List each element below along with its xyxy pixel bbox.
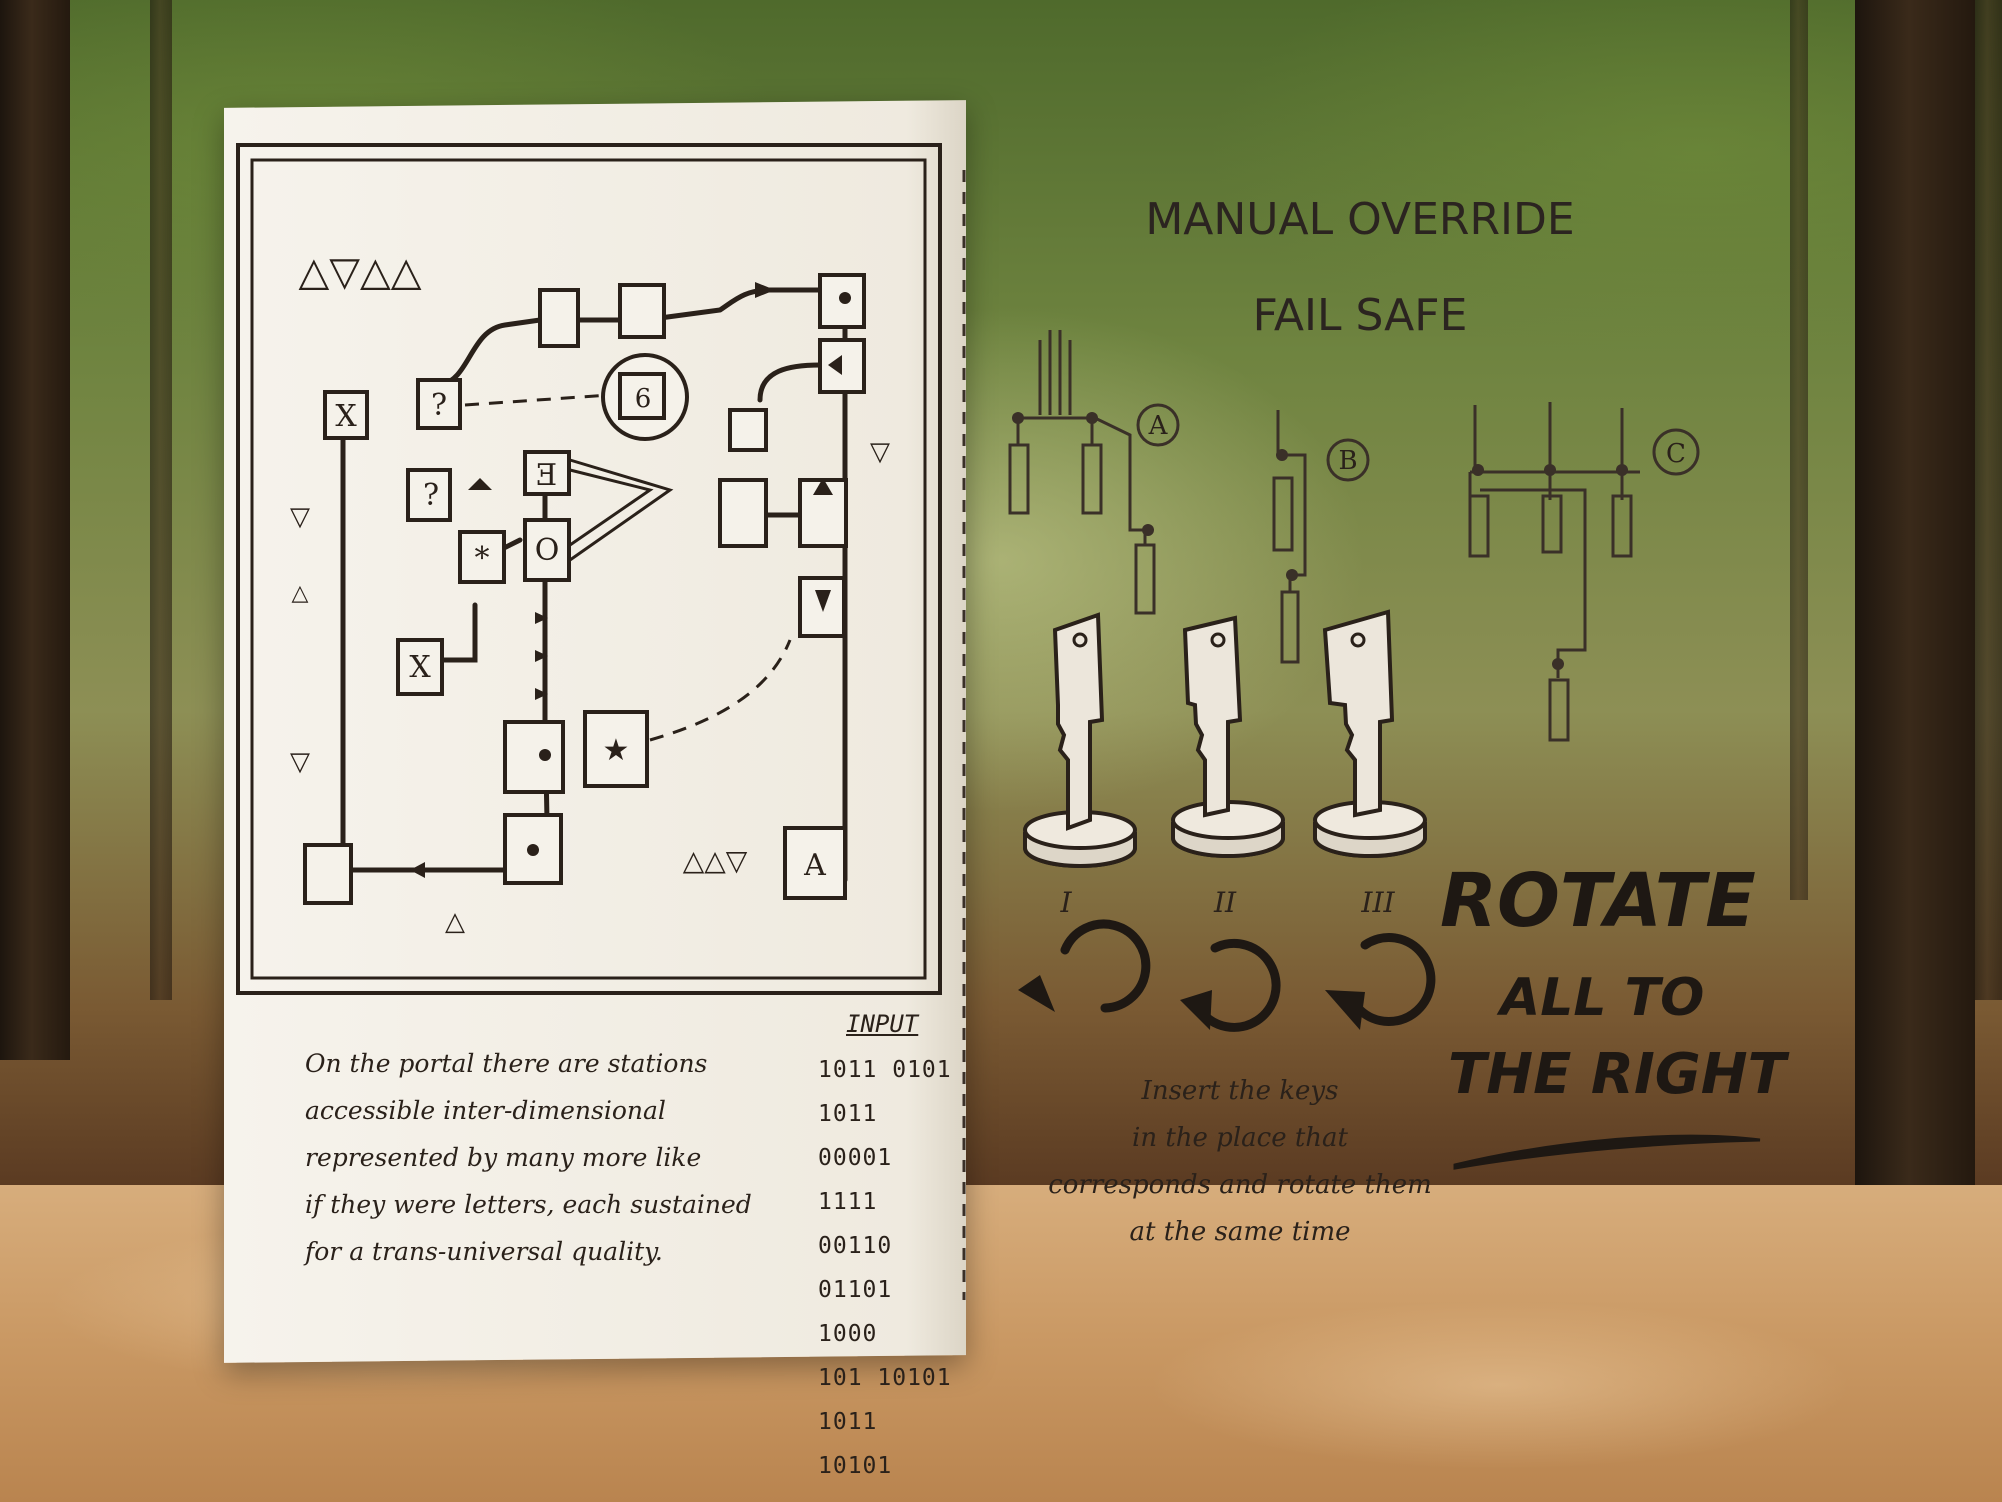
triangle-icon: △ xyxy=(445,907,465,937)
tree-trunk xyxy=(1855,0,1975,1185)
slot-label-b: B xyxy=(1338,446,1357,476)
diagram-symbol: O xyxy=(535,533,560,568)
rotate-right-icon xyxy=(1355,933,1436,1027)
tree-trunk xyxy=(1975,0,2002,1000)
diagram-symbol: ★ xyxy=(603,733,630,768)
diagram-symbol: * xyxy=(475,541,490,576)
key-icon[interactable] xyxy=(1171,615,1285,858)
triangle-icon: ▽ xyxy=(870,437,890,467)
instruction-line: corresponds and rotate them xyxy=(1048,1170,1432,1200)
instruction-line: Insert the keys xyxy=(1141,1076,1339,1106)
input-code: 1011 10101 xyxy=(818,1409,893,1479)
triangle-icon: ▽ xyxy=(290,747,310,777)
page-subtitle: FAIL SAFE xyxy=(1252,290,1468,341)
paragraph-line: for a trans-universal quality. xyxy=(305,1237,663,1266)
diagram-symbol: ? xyxy=(431,388,447,423)
diagram-symbol: ? xyxy=(423,478,439,513)
diagram-symbol: A xyxy=(803,848,826,883)
tree-trunk xyxy=(0,0,70,1060)
input-code: 1111 00110 xyxy=(818,1189,893,1259)
tree-trunk xyxy=(1790,0,1808,900)
triangle-icon: △△▽ xyxy=(683,844,748,877)
input-title: INPUT xyxy=(846,1010,919,1038)
key-label-3: III xyxy=(1360,886,1395,919)
rotate-heading: ROTATE xyxy=(1440,858,1756,944)
paragraph-line: accessible inter-dimensional xyxy=(305,1096,666,1125)
rotate-heading-line2: ALL TO xyxy=(1500,968,1705,1028)
rotate-right-icon xyxy=(1195,938,1281,1032)
instruction-line: in the place that xyxy=(1132,1123,1348,1153)
input-code: 101 10101 xyxy=(818,1365,952,1391)
page-title: MANUAL OVERRIDE xyxy=(1145,194,1575,245)
key-instructions: Insert the keys in the place that corres… xyxy=(1005,1068,1475,1256)
input-code: 01101 1000 xyxy=(818,1277,893,1347)
diagram-symbol: X xyxy=(335,399,357,434)
instruction-line: at the same time xyxy=(1129,1217,1351,1247)
slot-label-a: A xyxy=(1148,411,1169,441)
paragraph-line: On the portal there are stations xyxy=(305,1049,708,1078)
key-label-2: II xyxy=(1213,886,1237,919)
key-icon[interactable] xyxy=(1023,612,1137,868)
triangle-icon: △▽△△ xyxy=(298,249,421,295)
input-code: 1011 00001 xyxy=(818,1101,893,1171)
slot-label-c: C xyxy=(1666,439,1686,469)
tree-trunk xyxy=(150,0,172,1000)
diagram-symbol: Ǝ xyxy=(536,458,558,493)
rotate-heading-line3: THE RIGHT xyxy=(1448,1042,1786,1107)
triangle-icon: ▽ xyxy=(290,502,310,532)
input-code: 1011 0101 xyxy=(818,1057,952,1083)
paragraph-line: represented by many more like xyxy=(305,1143,702,1172)
key-label-1: I xyxy=(1059,886,1072,919)
input-code-column: INPUT 1011 0101 1011 00001 1111 00110 01… xyxy=(818,1010,966,1488)
triangle-icon: △ xyxy=(292,581,309,606)
portal-description: On the portal there are stations accessi… xyxy=(305,1040,775,1275)
diagram-symbol: X xyxy=(409,650,431,685)
rotate-right-icon xyxy=(1060,919,1151,1013)
key-icon[interactable] xyxy=(1313,609,1427,858)
diagram-symbol: 6 xyxy=(635,384,652,414)
paragraph-line: if they were letters, each sustained xyxy=(305,1190,752,1219)
